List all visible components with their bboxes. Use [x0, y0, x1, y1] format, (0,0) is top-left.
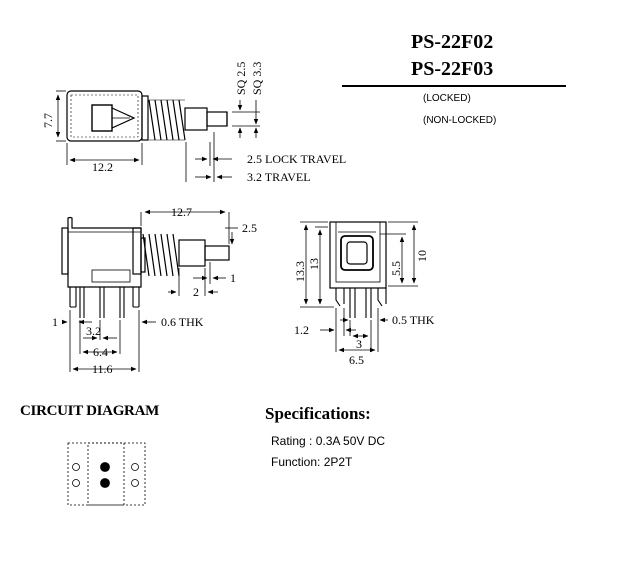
- dim-0-5-thk: 0.5 THK: [392, 313, 435, 327]
- dim-3: 3: [356, 337, 362, 351]
- top-view-slot: [91, 104, 113, 132]
- dim-11-6: 11.6: [92, 362, 113, 376]
- dim-1-2: 1.2: [294, 323, 309, 337]
- circuit-terminal: [131, 479, 139, 487]
- dim-6-5: 6.5: [349, 353, 364, 367]
- dim-travel: 3.2 TRAVEL: [247, 170, 311, 184]
- dim-2-5-shaft: 2.5: [242, 221, 257, 235]
- circuit-terminal: [72, 463, 80, 471]
- model-number-1: PS-22F02: [411, 31, 494, 53]
- circuit-common: [100, 478, 110, 488]
- dim-13: 13: [307, 258, 321, 270]
- header-divider: [342, 85, 566, 87]
- circuit-terminal: [131, 463, 139, 471]
- dim-10: 10: [415, 250, 429, 262]
- spec-function: Function: 2P2T: [271, 455, 353, 469]
- circuit-symbol: [67, 442, 146, 506]
- dim-5-5: 5.5: [389, 261, 403, 276]
- variant-tag-non-locked: (NON-LOCKED): [423, 115, 497, 126]
- circuit-diagram-title: CIRCUIT DIAGRAM: [20, 403, 159, 419]
- dim-sq-3-3: SQ 3.3: [250, 62, 264, 95]
- dim-13-3: 13.3: [293, 261, 307, 282]
- dim-2-offset: 2: [193, 285, 199, 299]
- dim-12-2: 12.2: [92, 160, 113, 174]
- dim-6-4: 6.4: [93, 345, 108, 359]
- model-number-2: PS-22F03: [411, 58, 494, 80]
- spec-rating: Rating : 0.3A 50V DC: [271, 434, 386, 448]
- dim-0-6-thk: 0.6 THK: [161, 315, 204, 329]
- side-view: [61, 209, 238, 372]
- top-view-spring: [141, 95, 186, 141]
- dim-7-7: 7.7: [41, 113, 55, 128]
- front-view-button: [340, 235, 374, 271]
- top-view: [55, 90, 260, 182]
- dim-sq-2-5: SQ 2.5: [234, 62, 248, 95]
- circuit-common: [100, 462, 110, 472]
- dim-12-7: 12.7: [171, 205, 192, 219]
- specifications-title: Specifications:: [265, 404, 371, 423]
- front-view: [300, 221, 418, 353]
- circuit-terminal: [72, 479, 80, 487]
- dim-lock-travel: 2.5 LOCK TRAVEL: [247, 152, 346, 166]
- dim-1-tip: 1: [230, 271, 236, 285]
- dim-1-pin: 1: [52, 315, 58, 329]
- dim-3-2: 3.2: [86, 324, 101, 338]
- variant-tag-locked: (LOCKED): [423, 93, 471, 104]
- top-view-shaft: [184, 107, 208, 131]
